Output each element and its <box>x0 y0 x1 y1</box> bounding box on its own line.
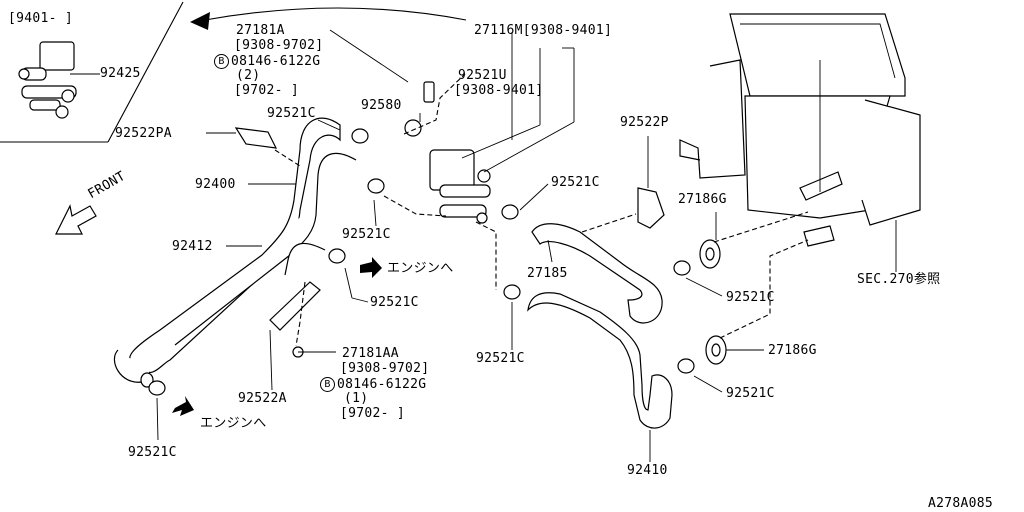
engine-direction-arrows <box>172 257 382 416</box>
part-label-92522a[interactable]: 92522A <box>238 391 287 406</box>
water-valve-27116m <box>404 81 491 224</box>
engine-direction-label-2: エンジンへ <box>200 416 267 431</box>
date-range-27181a-1: [9308-9702] <box>234 38 324 53</box>
heater-hose-27185 <box>531 223 663 324</box>
clamp-92521c <box>148 128 695 396</box>
quantity-27181aa: (1) <box>344 391 369 406</box>
routing-arrow <box>190 7 467 30</box>
inset-frame <box>0 1 184 143</box>
part-label-92521c-center[interactable]: 92521C <box>476 351 525 366</box>
bolt-part-number: 08146-6122G <box>337 377 427 392</box>
part-label-92521c-top[interactable]: 92521C <box>267 106 316 121</box>
part-label-92521c-valve[interactable]: 92521C <box>551 175 600 190</box>
diagram-code: A278A085 <box>928 496 994 511</box>
part-label-92522p[interactable]: 92522P <box>620 115 669 130</box>
part-label-92412[interactable]: 92412 <box>172 239 213 254</box>
part-label-92521c-right-upper[interactable]: 92521C <box>726 290 775 305</box>
part-label-92521c-engine[interactable]: 92521C <box>370 295 419 310</box>
hose-bottom-end <box>113 349 154 388</box>
part-label-92410[interactable]: 92410 <box>627 463 668 478</box>
part-label-27181aa[interactable]: 27181AA <box>342 346 399 361</box>
engine-direction-label-1: エンジンへ <box>387 261 454 276</box>
bolt-part-number: 08146-6122G <box>231 54 321 69</box>
bolt-badge-icon: B <box>320 377 335 392</box>
part-label-27181a[interactable]: 27181A <box>236 23 285 38</box>
inset-valve-assembly-drawing <box>18 41 100 119</box>
part-label-27185[interactable]: 27185 <box>527 266 568 281</box>
section-reference-270[interactable]: SEC.270参照 <box>857 272 941 287</box>
quantity-27181a: (2) <box>236 68 261 83</box>
bracket-92522a <box>269 281 321 358</box>
part-label-92521u[interactable]: 92521U <box>458 68 507 83</box>
part-label-92521c-right-lower[interactable]: 92521C <box>726 386 775 401</box>
part-label-27186g-bottom[interactable]: 27186G <box>768 343 817 358</box>
part-label-92580[interactable]: 92580 <box>361 98 402 113</box>
part-label-27116m[interactable]: 27116M[9308-9401] <box>474 23 613 38</box>
date-range-27181a-2: [9702- ] <box>234 83 300 98</box>
inset-date-range: [9401- ] <box>8 11 74 26</box>
leader-lines <box>156 29 897 462</box>
bracket-92522pa <box>234 127 278 149</box>
guide-lines <box>274 73 809 347</box>
part-label-27186g-top[interactable]: 27186G <box>678 192 727 207</box>
part-label-92521c-bottom[interactable]: 92521C <box>128 445 177 460</box>
part-label-92522pa[interactable]: 92522PA <box>115 126 172 141</box>
part-label-92400[interactable]: 92400 <box>195 177 236 192</box>
front-direction-arrow <box>55 204 97 235</box>
heater-unit-drawing <box>679 13 921 247</box>
date-range-92521u: [9308-9401] <box>454 83 544 98</box>
part-label-92521c-mid[interactable]: 92521C <box>342 227 391 242</box>
grommet-27186g <box>699 239 727 365</box>
bracket-92522p <box>637 187 665 229</box>
part-label-92425[interactable]: 92425 <box>100 66 141 81</box>
heater-hose-92410 <box>527 292 673 429</box>
heater-hose-92412[interactable] <box>174 152 357 346</box>
bolt-badge-icon: B <box>214 54 229 69</box>
date-range-27181aa-1: [9308-9702] <box>340 361 430 376</box>
date-range-27181aa-2: [9702- ] <box>340 406 406 421</box>
